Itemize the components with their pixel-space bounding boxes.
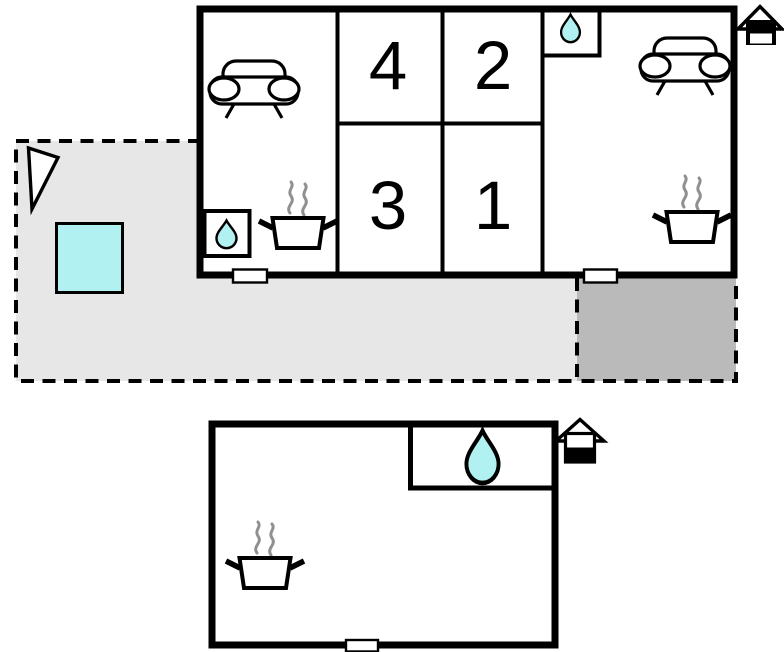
terrace-light (14, 139, 577, 383)
room-label-1: 1 (474, 167, 512, 244)
sofa-icon (207, 59, 301, 119)
door-opening (231, 268, 269, 284)
terrace-light-dashed-border (14, 139, 577, 383)
door-opening (344, 638, 380, 652)
main-house-icon (733, 4, 784, 45)
sofa-icon (638, 36, 732, 96)
north-arrow-icon (26, 145, 61, 216)
room-label-4: 4 (369, 27, 407, 104)
terrace-dark-dashed-border (575, 278, 738, 383)
cooking-pot-icon (224, 520, 306, 590)
room-label-2: 2 (474, 27, 512, 104)
hot-tub-icon (55, 222, 124, 294)
main-building: 4 2 3 1 (196, 5, 738, 284)
annex-house-icon (551, 417, 609, 464)
cooking-pot-icon (257, 180, 339, 250)
door-opening (582, 268, 619, 284)
annex-outer-wall (208, 420, 559, 649)
terrace-dark (575, 278, 738, 383)
annex-building (208, 420, 559, 652)
room-label-3: 3 (369, 167, 407, 244)
cooking-pot-icon (651, 174, 733, 244)
